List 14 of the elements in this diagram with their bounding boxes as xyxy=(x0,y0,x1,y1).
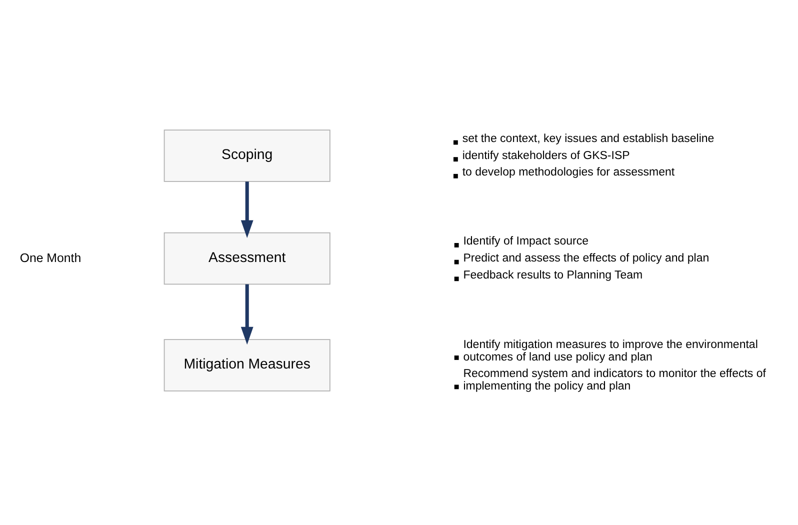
node-label: Identify of Impact source xyxy=(463,236,589,248)
arrow xyxy=(240,182,254,238)
node-box: Mitigation Measures xyxy=(164,339,330,392)
arrow xyxy=(240,284,254,345)
node-label: Predict and assess the effects of policy and plan xyxy=(463,252,710,265)
node-label: set the context, key issues and establish baseline xyxy=(462,132,714,145)
label: One Month xyxy=(20,250,82,265)
node-label: Recommend system and indicators to monitor the effects of implementing the policy and plan xyxy=(463,368,766,393)
node-label: identify stakeholders of GKS-ISP xyxy=(462,150,630,162)
node-box: Scoping xyxy=(164,130,330,182)
node-label: to develop methodologies for assessment xyxy=(462,166,675,179)
node-label: Feedback results to Planning Team xyxy=(463,269,643,282)
node-label: Identify mitigation measures to improve the environmental outcomes of land use policy and plan xyxy=(463,338,758,364)
node-box: Assessment xyxy=(164,232,330,285)
